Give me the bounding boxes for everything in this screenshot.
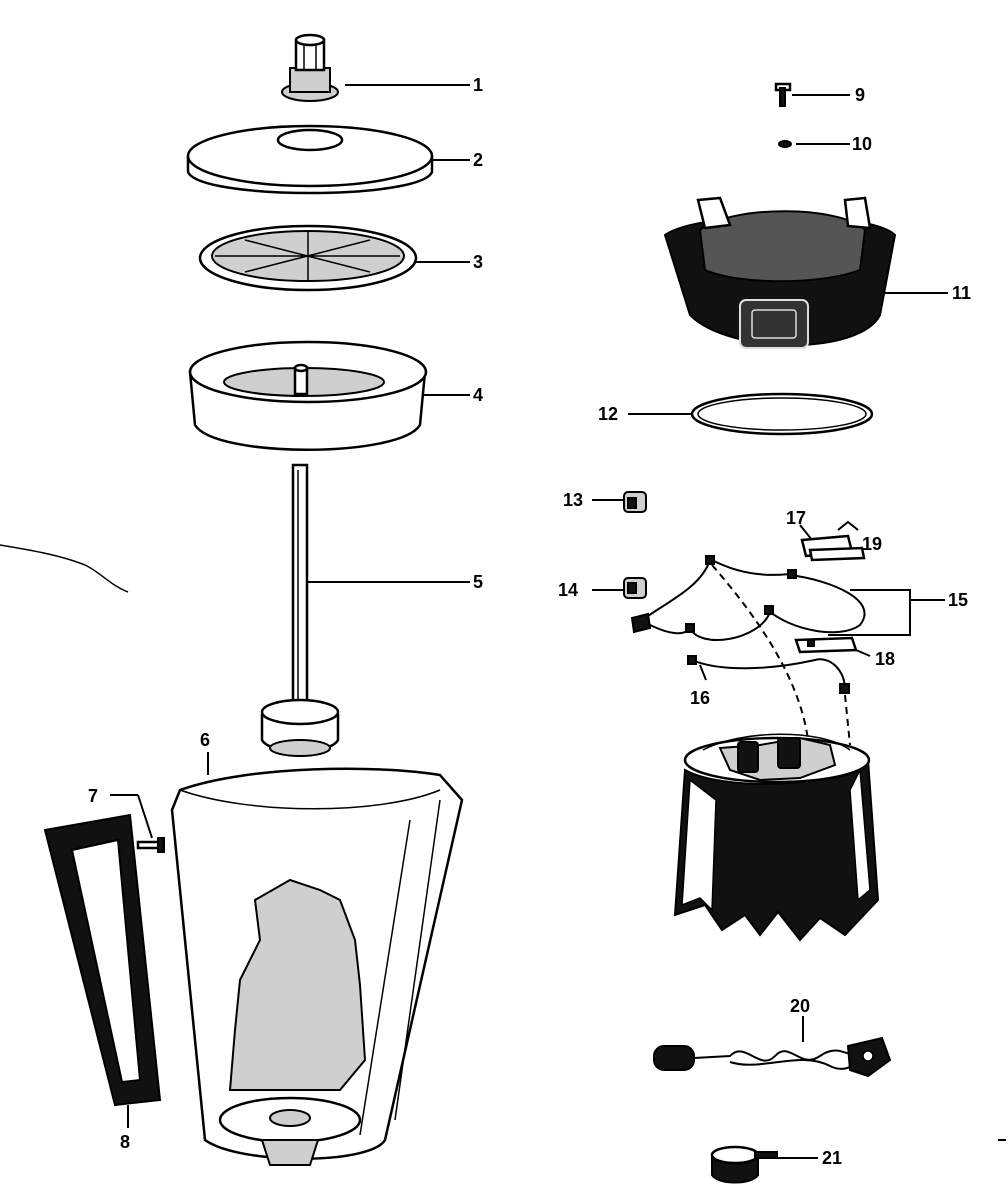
part-7-screw (136, 837, 165, 853)
part-3-strainer (198, 224, 418, 292)
part-4-basket (188, 340, 428, 451)
part-1-knob (281, 33, 339, 102)
callout-17: 17 (786, 508, 806, 528)
part-17-bracket (800, 534, 866, 562)
callout-9: 9 (855, 85, 865, 105)
part-10-washer (778, 140, 792, 148)
part-13-connector (623, 491, 647, 513)
motor-base (673, 733, 880, 942)
callout-13: 13 (563, 490, 583, 510)
callout-21: 21 (822, 1148, 842, 1168)
callout-2: 2 (473, 150, 483, 170)
part-19-pin (837, 520, 859, 531)
callout-1: 1 (473, 75, 483, 95)
callout-4: 4 (473, 385, 483, 405)
part-16-wire (687, 655, 851, 746)
callout-20: 20 (790, 996, 810, 1016)
callout-18: 18 (875, 649, 895, 669)
callout-16: 16 (690, 688, 710, 708)
part-21-cap (710, 1145, 778, 1184)
callout-11: 11 (952, 283, 971, 303)
part-14-connector (623, 577, 647, 599)
callout-8: 8 (120, 1132, 130, 1152)
callout-10: 10 (852, 134, 872, 154)
callout-19: 19 (862, 534, 882, 554)
part-2-lid (186, 124, 434, 195)
callout-15: 15 (948, 590, 968, 610)
part-11-housing (663, 196, 897, 349)
part-6-jar (170, 767, 464, 1166)
callout-7: 7 (88, 786, 98, 806)
callout-6: 6 (200, 730, 210, 750)
callout-12: 12 (598, 404, 618, 424)
callout-5: 5 (473, 572, 483, 592)
callout-14: 14 (558, 580, 578, 600)
part-15-wiring (630, 555, 866, 741)
stray-mark (0, 544, 129, 593)
callout-3: 3 (473, 252, 483, 272)
part-9-screw (774, 82, 792, 107)
part-20-power-cord (653, 1036, 892, 1078)
part-5-shaft (260, 463, 340, 757)
part-18-plate (794, 636, 858, 654)
part-8-handle (43, 813, 162, 1107)
